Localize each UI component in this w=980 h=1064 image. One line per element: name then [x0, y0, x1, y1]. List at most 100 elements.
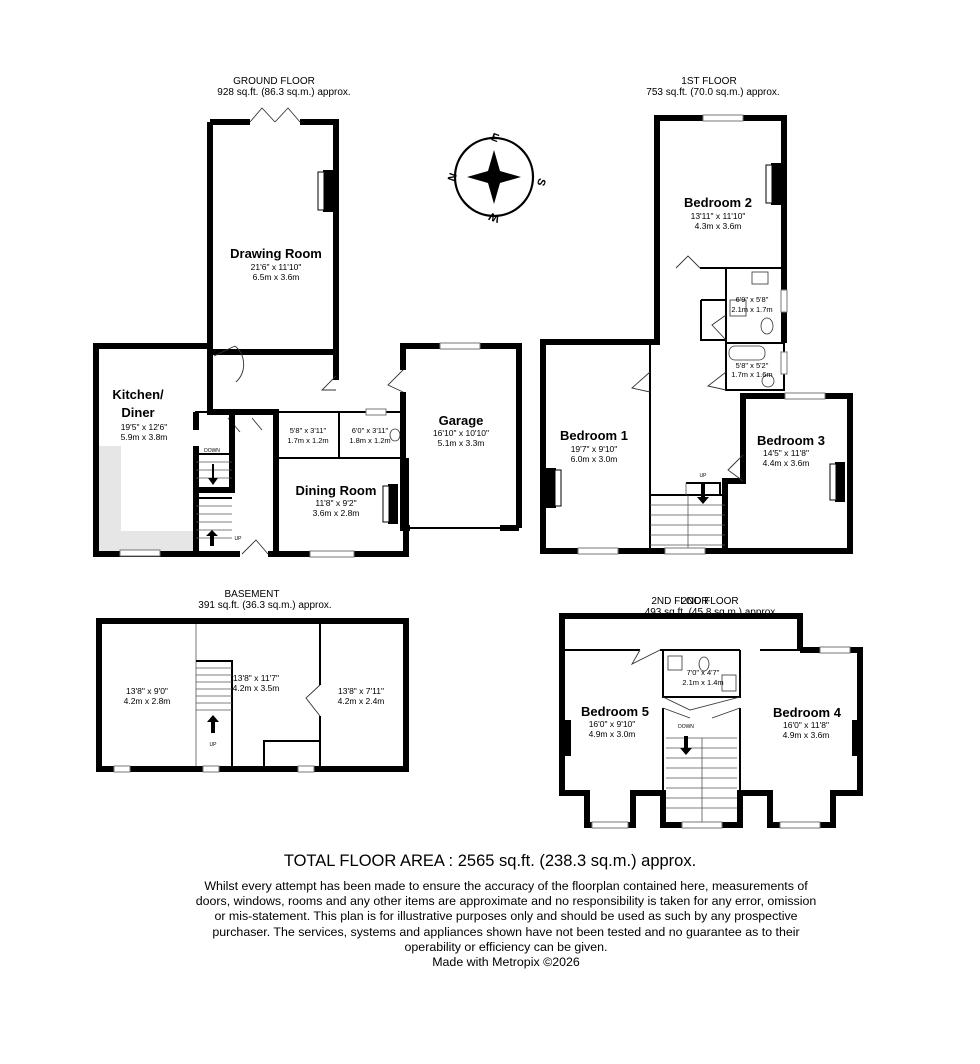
- bedroom-1-name: Bedroom 1: [560, 428, 628, 443]
- window: [439, 342, 481, 350]
- toilet-icon: [760, 317, 774, 335]
- stairs-up-arrow-icon: [206, 530, 218, 546]
- compass-south-label: W: [487, 209, 501, 224]
- kitchen-metric: 5.9m x 3.8m: [121, 432, 168, 442]
- bedroom-4-imperial: 16'0" x 11'8": [783, 720, 829, 730]
- second-floor-area-text: 493 sq.ft. (45.8 sq.m.) approx: [644, 607, 776, 618]
- shower-icon: [729, 299, 747, 317]
- first-floor-title: 1ST FLOOR: [681, 76, 736, 87]
- bathroom-metric: 1.7m x 1.6m: [731, 370, 772, 379]
- compass-east-label: S: [534, 177, 548, 188]
- fireplace-icon: [835, 462, 845, 502]
- basin-icon: [721, 674, 737, 692]
- bedroom-1-imperial: 19'7" x 9'10": [571, 444, 618, 454]
- bedroom-5-name: Bedroom 5: [581, 704, 649, 719]
- dining-room-name: Dining Room: [296, 483, 377, 498]
- basement-right-imperial: 13'8" x 7'11": [338, 686, 384, 696]
- bedroom-3-metric: 4.4m x 3.6m: [763, 458, 810, 468]
- compass-icon: E S W N: [446, 131, 548, 224]
- second-floor-stairs-down-label: DOWN: [678, 724, 694, 730]
- fireplace-icon: [852, 720, 860, 756]
- total-floor-area: TOTAL FLOOR AREA : 2565 sq.ft. (238.3 sq…: [283, 852, 697, 870]
- window: [113, 765, 131, 773]
- stairs-down-arrow-icon: [697, 484, 709, 504]
- shower-icon: [667, 655, 683, 671]
- toilet-icon: [698, 656, 710, 672]
- drawing-room-imperial: 21'6" x 11'10": [251, 262, 302, 272]
- toilet-icon: [389, 428, 401, 442]
- credit-text: Made with Metropix ©2026: [432, 955, 580, 970]
- stairs-up-label: UP: [235, 536, 243, 542]
- garage-imperial: 16'10" x 10'10": [433, 428, 489, 438]
- toilet-icon: [761, 374, 775, 388]
- basement-area: 391 sq.ft. (36.3 sq.m.) approx.: [198, 600, 331, 611]
- window: [664, 547, 706, 555]
- basement-middle-imperial: 13'8" x 11'7": [233, 673, 279, 683]
- fireplace-icon: [388, 484, 398, 524]
- second-floor-shower-metric: 2.1m x 1.4m: [682, 678, 723, 687]
- bedroom-3-imperial: 14'5" x 11'8": [763, 448, 809, 458]
- window: [365, 408, 387, 416]
- compass-west-label: N: [446, 172, 460, 184]
- window: [202, 765, 220, 773]
- ensuite-imperial: 6'9" x 5'8": [736, 295, 769, 304]
- window: [784, 392, 826, 400]
- basement-left-metric: 4.2m x 2.8m: [124, 696, 171, 706]
- ensuite-metric: 2.1m x 1.7m: [731, 305, 772, 314]
- window: [702, 114, 744, 122]
- window: [577, 547, 619, 555]
- bedroom-2-name: Bedroom 2: [684, 195, 752, 210]
- second-floor-shower-imperial: 7'0" x 4'7": [687, 668, 720, 677]
- first-floor-area: 753 sq.ft. (70.0 sq.m.) approx.: [646, 87, 779, 98]
- stairs-down-arrow-icon: [680, 736, 692, 755]
- drawing-room-metric: 6.5m x 3.6m: [253, 272, 300, 282]
- second-floor-title-text: 2ND FLOOR: [681, 596, 739, 607]
- basement-title: BASEMENT: [224, 589, 279, 600]
- basement-middle-metric: 4.2m x 3.5m: [233, 683, 280, 693]
- floorplan-drawing: GROUND FLOOR 928 sq.ft. (86.3 sq.m.) app…: [93, 76, 863, 829]
- ground-floor-title: GROUND FLOOR: [233, 76, 315, 87]
- fireplace-icon: [771, 163, 781, 205]
- basin-icon: [751, 271, 769, 285]
- dining-room-imperial: 11'8" x 9'2": [315, 498, 356, 508]
- drawing-room-name: Drawing Room: [230, 246, 322, 261]
- bedroom-2-metric: 4.3m x 3.6m: [695, 221, 742, 231]
- stairs-up-arrow-icon: [207, 715, 219, 733]
- first-floor-stairs-up-label: UP: [700, 473, 708, 479]
- second-floor-caption: 2ND FLOOR 493 sq.ft. (45.8 sq.m.) approx: [560, 596, 860, 618]
- window: [819, 646, 851, 654]
- window: [780, 289, 788, 313]
- garage-name: Garage: [439, 413, 484, 428]
- fireplace-icon: [563, 720, 571, 756]
- stairs-down-label: DOWN: [204, 448, 220, 454]
- basement-right-metric: 4.2m x 2.4m: [338, 696, 385, 706]
- second-floor-title: 2ND FLOOR: [651, 596, 708, 607]
- window: [119, 549, 161, 557]
- kitchen-imperial: 19'5" x 12'6": [121, 422, 168, 432]
- kitchen-name-line2: Diner: [121, 405, 154, 420]
- bedroom-3-name: Bedroom 3: [757, 433, 825, 448]
- dining-room-metric: 3.6m x 2.8m: [313, 508, 360, 518]
- window: [780, 351, 788, 375]
- ground-floor-area: 928 sq.ft. (86.3 sq.m.) approx.: [217, 87, 350, 98]
- ground-small-room-2-imperial: 6'0" x 3'11": [352, 426, 389, 435]
- basement-left-imperial: 13'8" x 9'0": [126, 686, 168, 696]
- bedroom-5-metric: 4.9m x 3.0m: [589, 729, 636, 739]
- ground-floor-plan: GROUND FLOOR 928 sq.ft. (86.3 sq.m.) app…: [93, 76, 522, 558]
- kitchen-name-line1: Kitchen/: [112, 387, 164, 402]
- bath-icon: [728, 345, 766, 361]
- window: [591, 821, 629, 829]
- fireplace-icon: [546, 468, 556, 508]
- second-floor-plan: 2ND FLOOR 493 sq.ft. (45.8 sq.m.) approx…: [559, 596, 863, 829]
- disclaimer-block: Whilst every attempt has been made to en…: [190, 879, 822, 970]
- front-door: [241, 539, 269, 555]
- ground-small-room-1-imperial: 5'8" x 3'11": [290, 426, 327, 435]
- bedroom-1-metric: 6.0m x 3.0m: [571, 454, 618, 464]
- ground-small-room-1-metric: 1.7m x 1.2m: [287, 436, 328, 445]
- french-doors: [249, 107, 301, 123]
- window: [297, 765, 315, 773]
- bedroom-4-metric: 4.9m x 3.6m: [783, 730, 830, 740]
- bathroom-imperial: 5'8" x 5'2": [736, 361, 769, 370]
- kitchen-counter: [99, 446, 193, 552]
- window: [309, 550, 355, 558]
